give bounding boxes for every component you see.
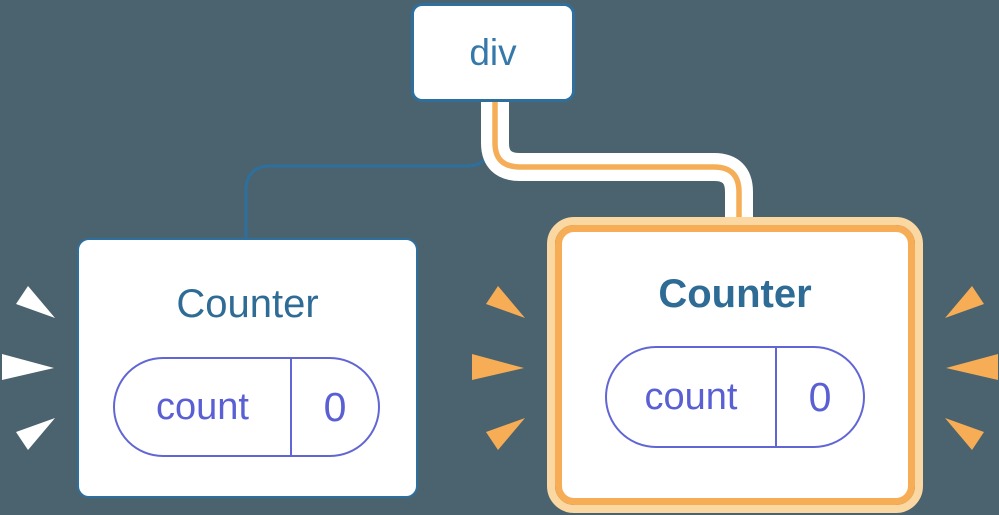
counter-title: Counter xyxy=(176,282,319,326)
spark-icon xyxy=(945,286,984,318)
counter-card-right-halo: Counter count 0 xyxy=(547,217,923,513)
state-key: count xyxy=(607,348,777,446)
state-key: count xyxy=(115,359,292,455)
sparks-left-card-icon xyxy=(2,286,55,450)
counter-card-left: Counter count 0 xyxy=(77,238,418,498)
root-node-label: div xyxy=(469,31,517,73)
counter-title: Counter xyxy=(658,272,812,316)
edge-right-casing-icon xyxy=(481,102,753,224)
edge-right-icon xyxy=(492,102,742,224)
edge-left-icon xyxy=(244,102,493,240)
state-value: 0 xyxy=(808,373,832,420)
spark-icon xyxy=(945,418,984,450)
sparks-right-card-outer-icon xyxy=(945,286,998,450)
spark-icon xyxy=(486,418,525,450)
root-node: div xyxy=(411,3,575,102)
spark-icon xyxy=(16,418,55,450)
spark-icon xyxy=(486,286,525,318)
state-value: 0 xyxy=(323,383,347,430)
spark-icon xyxy=(946,354,998,380)
spark-icon xyxy=(472,354,524,380)
state-pill: count 0 xyxy=(113,357,380,457)
state-pill: count 0 xyxy=(605,346,865,448)
spark-icon xyxy=(2,354,54,380)
sparks-right-card-inner-icon xyxy=(472,286,525,450)
spark-icon xyxy=(16,286,55,318)
counter-card-right: Counter count 0 xyxy=(555,225,915,505)
